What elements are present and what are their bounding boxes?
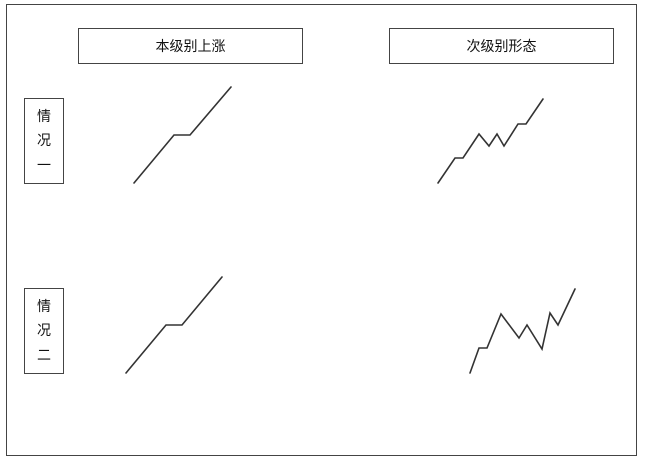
case-two-label: 情 况 二 bbox=[24, 288, 64, 374]
case-two-char-1: 情 bbox=[37, 298, 51, 315]
header-current-level-rise: 本级别上涨 bbox=[78, 28, 303, 64]
case-one-label: 情 况 一 bbox=[24, 98, 64, 184]
diagram-frame bbox=[6, 4, 637, 456]
case-two-char-3: 二 bbox=[37, 347, 51, 364]
case-two-sub-level-line bbox=[469, 288, 576, 374]
header-sub-level-pattern: 次级别形态 bbox=[389, 28, 614, 64]
case-one-char-1: 情 bbox=[37, 108, 51, 125]
case-one-sub-level-line bbox=[437, 98, 544, 184]
case-one-char-2: 况 bbox=[37, 133, 51, 149]
case-two-char-2: 况 bbox=[37, 323, 51, 339]
case-two-main-trend-line bbox=[125, 276, 223, 374]
case-one-main-trend-line bbox=[133, 86, 232, 184]
case-one-char-3: 一 bbox=[37, 157, 51, 174]
